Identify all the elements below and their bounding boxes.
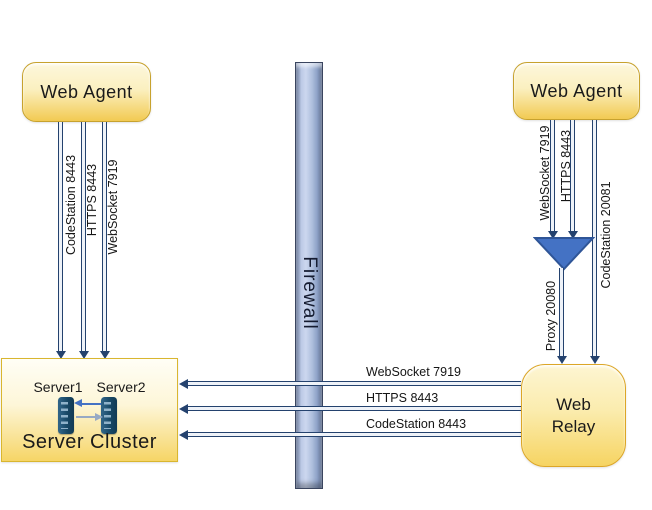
node-web-agent-right: Web Agent	[513, 62, 640, 120]
node-label-web-agent-left: Web Agent	[40, 81, 133, 102]
connector-https-8443-relay	[187, 406, 521, 411]
node-label-web-agent-right: Web Agent	[530, 80, 623, 101]
sync-arrow-left	[81, 402, 101, 405]
connector-label-https-8443-left: HTTPS 8443	[85, 163, 99, 237]
arrow-left-icon	[74, 399, 82, 407]
firewall-bar	[295, 62, 323, 489]
connector-https-8443-right	[570, 120, 575, 232]
server1-icon	[58, 397, 74, 434]
connector-label-https-8443-right: HTTPS 8443	[559, 129, 573, 203]
node-server-cluster: Server1 Server2 Server Cluster	[1, 358, 178, 462]
connector-codestation-8443-left	[58, 122, 63, 351]
connector-label-websocket-7919-left: WebSocket 7919	[106, 159, 120, 255]
arrow-down-icon	[548, 231, 558, 239]
arrow-down-icon	[557, 356, 567, 364]
connector-label-codestation-8443: CodeStation 8443	[366, 417, 467, 431]
node-web-relay: Web Relay	[521, 364, 626, 467]
connector-label-websocket-7919: WebSocket 7919	[366, 365, 461, 379]
firewall-label: Firewall	[299, 256, 320, 330]
connector-label-codestation-20081: CodeStation 20081	[599, 181, 613, 289]
server1-label: Server1	[33, 379, 83, 395]
arrow-left-icon	[179, 404, 188, 414]
connector-websocket-7919-relay	[187, 381, 521, 386]
arrow-down-icon	[100, 351, 110, 359]
sync-arrow-right	[76, 416, 96, 419]
server2-label: Server2	[96, 379, 146, 395]
connector-proxy-20080	[559, 268, 564, 356]
arrow-down-icon	[79, 351, 89, 359]
arrow-down-icon	[56, 351, 66, 359]
server-names-row: Server1 Server2	[2, 379, 177, 395]
connector-label-websocket-7919-right: WebSocket 7919	[538, 125, 552, 221]
node-web-agent-left: Web Agent	[22, 62, 151, 122]
server2-icon	[101, 397, 117, 434]
connector-codestation-8443-relay	[187, 432, 521, 437]
arrow-left-icon	[179, 379, 188, 389]
server-cluster-label: Server Cluster	[22, 431, 157, 453]
arrow-down-icon	[590, 356, 600, 364]
connector-label-codestation-8443-left: CodeStation 8443	[64, 154, 78, 256]
connector-websocket-7919-right	[550, 120, 555, 232]
connector-websocket-7919-left	[102, 122, 107, 351]
web-relay-label-line1: Web	[556, 395, 591, 414]
funnel-merge-icon	[533, 237, 595, 271]
connector-label-https-8443: HTTPS 8443	[366, 391, 439, 405]
arrow-left-icon	[179, 430, 188, 440]
web-relay-label-line2: Relay	[551, 417, 596, 436]
arrow-down-icon	[568, 231, 578, 239]
arrow-right-icon	[95, 412, 103, 421]
connector-https-8443-left	[81, 122, 86, 351]
